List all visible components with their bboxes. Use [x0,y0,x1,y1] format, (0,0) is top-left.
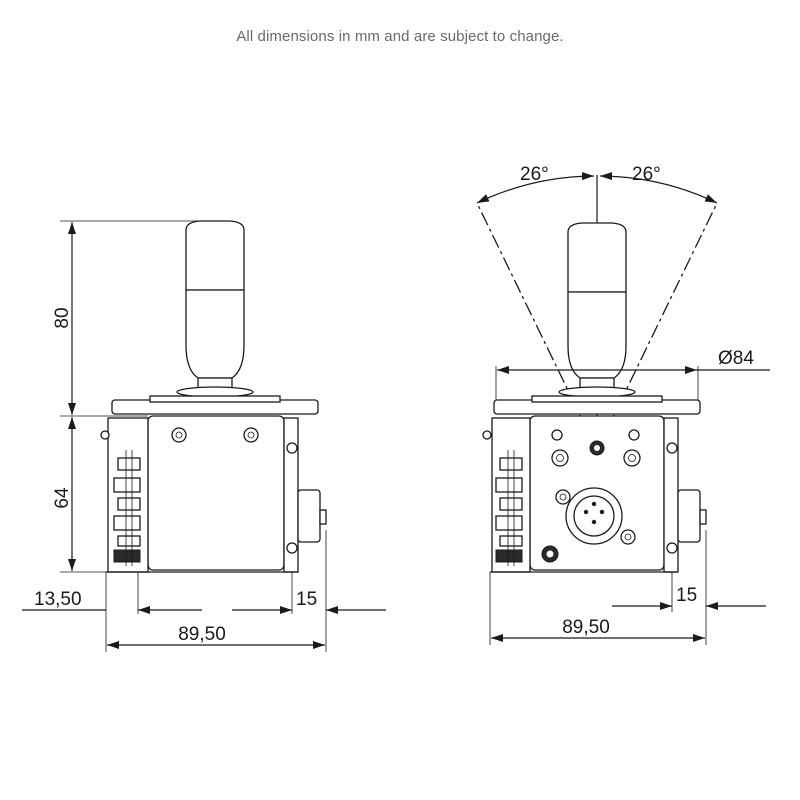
side-view: 80 64 13,50 15 89,50 [22,220,386,652]
front-dim-width: 89,50 [562,617,610,638]
dim-height-body: 64 [52,487,73,509]
front-handle [558,222,636,398]
dimensions-note: All dimensions in mm and are subject to … [236,28,564,45]
dim-offset-left: 13,50 [34,589,82,610]
dim-diameter: Ø84 [718,348,754,369]
side-handle [176,220,254,398]
dim-angle-left: 26° [520,164,549,185]
front-view: 26° 26° [476,164,770,645]
front-dim-offset-right: 15 [676,585,697,606]
side-switch-stack [113,450,141,566]
dim-angle-right: 26° [632,164,661,185]
dim-height-top: 80 [52,307,73,328]
front-connector [555,487,636,545]
front-switch-stack [495,450,523,566]
dim-width: 89,50 [178,624,226,645]
dim-offset-right: 15 [296,589,317,610]
side-body [147,415,285,571]
side-connector [297,489,321,543]
